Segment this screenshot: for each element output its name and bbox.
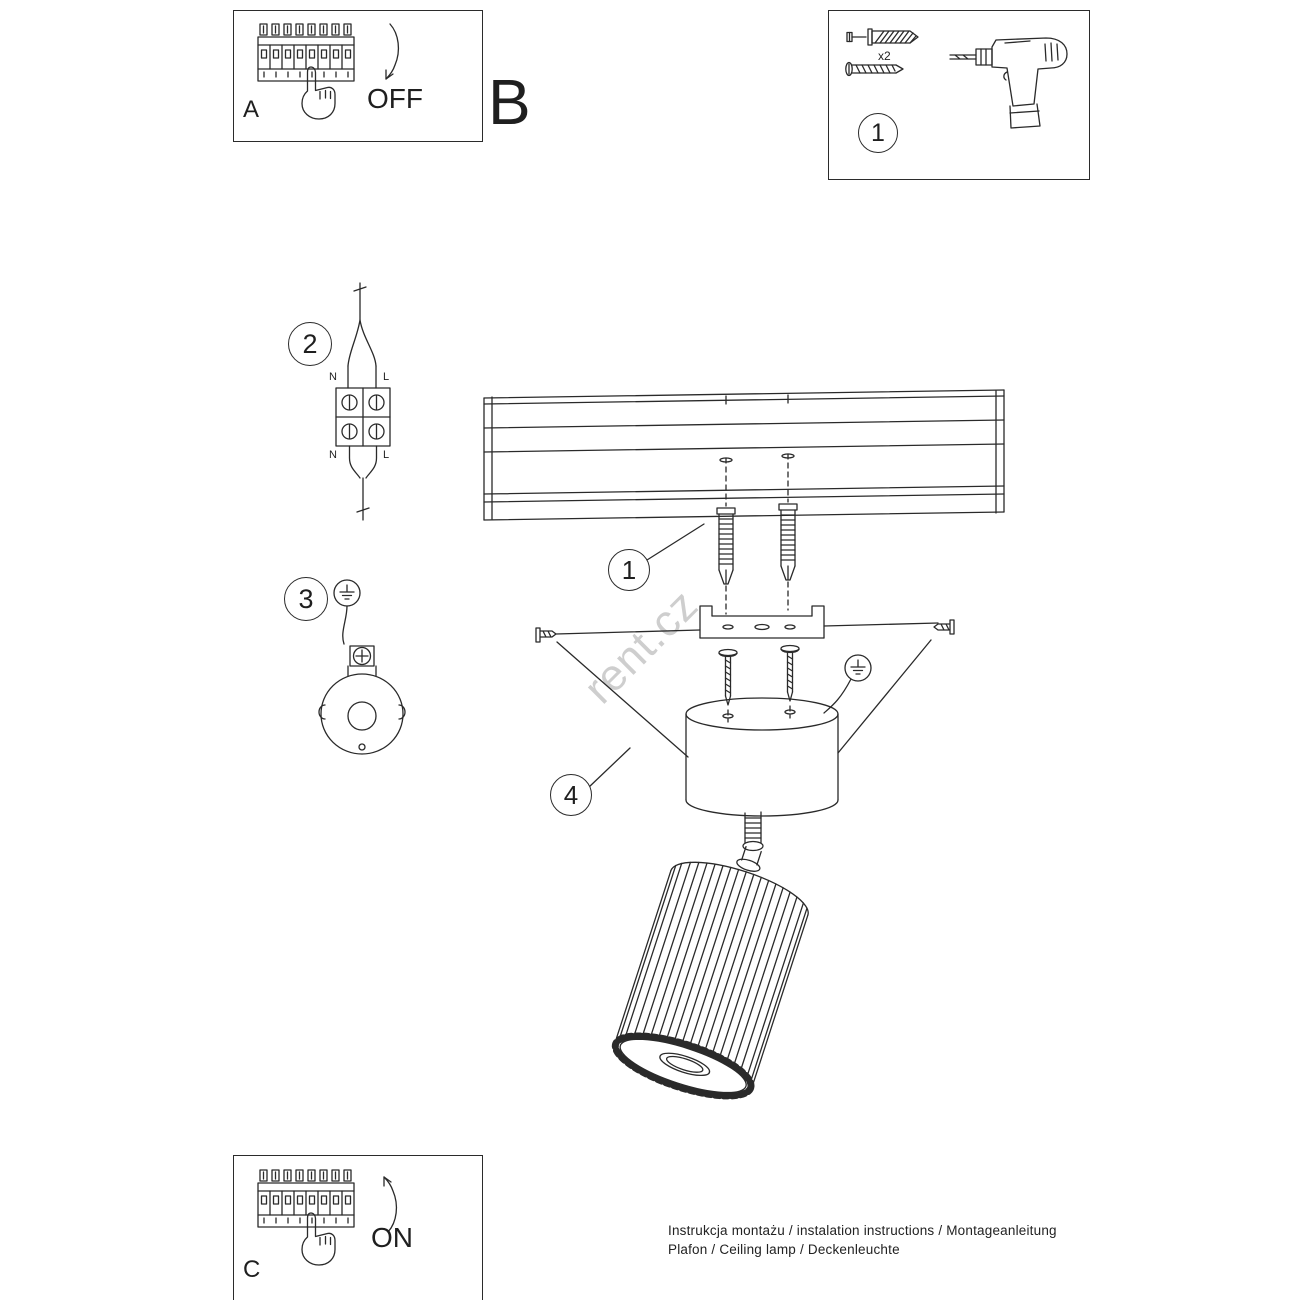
wall-plug-left-icon [716, 507, 736, 585]
mounting-bracket [699, 605, 825, 639]
ground-symbol-icon [333, 579, 361, 607]
step-1-badge-tools: 1 [858, 113, 898, 153]
anchor-quantity-label: x2 [878, 49, 891, 63]
section-b-label: B [488, 66, 531, 138]
on-label: ON [371, 1222, 413, 1253]
lamp-shade [611, 845, 809, 1100]
wall-plug-right-icon [778, 503, 798, 581]
step1-leader-line [646, 523, 705, 561]
step-4-badge: 4 [550, 774, 592, 816]
terminal-l-bottom-label: L [383, 449, 390, 461]
ground-wire-diagram [318, 579, 406, 755]
footer-instructions-line: Instrukcja montażu / instalation instruc… [668, 1223, 1057, 1238]
terminal-n-top-label: N [329, 371, 337, 383]
ground-symbol-assembly-icon [844, 654, 872, 682]
lamp-canopy [685, 697, 839, 852]
panel-a-label: A [243, 96, 260, 123]
terminal-l-top-label: L [383, 371, 390, 383]
ceiling-board [483, 389, 1005, 521]
tools-panel-box [828, 10, 1090, 180]
wiring-diagram [335, 282, 391, 521]
footer-product-line: Plafon / Ceiling lamp / Deckenleuchte [668, 1242, 900, 1257]
mounting-screw-left-icon [718, 648, 738, 706]
off-label: OFF [367, 83, 423, 114]
step4-leader-line [587, 747, 631, 789]
step-2-badge: 2 [288, 322, 332, 366]
terminal-n-bottom-label: N [329, 449, 337, 461]
panel-a-box [233, 10, 483, 142]
ground-wire [823, 678, 852, 714]
mounting-screw-right-icon [780, 644, 800, 702]
panel-c-box [233, 1155, 483, 1300]
mounting-span [535, 619, 955, 758]
panel-c-label: C [243, 1256, 261, 1283]
step-1-badge-assembly: 1 [608, 549, 650, 591]
step-3-badge: 3 [284, 577, 328, 621]
alignment-dashes [725, 453, 791, 723]
